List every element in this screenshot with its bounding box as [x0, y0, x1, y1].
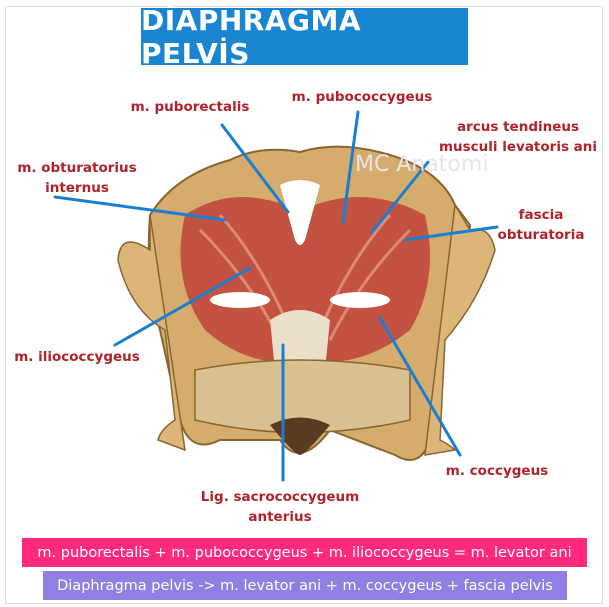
label-fascia-obturatoria: fascia obturatoria	[498, 205, 585, 245]
pointer-arcus	[370, 160, 430, 234]
watermark: MC Anatomi	[355, 152, 489, 177]
pointer-obturatorius	[53, 195, 227, 222]
coccyx	[270, 417, 330, 455]
pointer-lines	[53, 110, 499, 482]
pointer-coccygeus	[378, 316, 462, 457]
page-title: DİAPHRAGMA PELVİS	[141, 4, 468, 70]
label-puborectalis: m. puborectalis	[130, 99, 250, 115]
label-line: fascia	[518, 207, 564, 223]
label-line: internus	[45, 180, 109, 196]
levator-ani-summary: m. puborectalis + m. pubococcygeus + m. …	[22, 538, 587, 567]
label-line: musculi levatoris ani	[438, 139, 598, 155]
label-line: m. obturatorius	[17, 160, 137, 176]
label-obturatorius-internus: m. obturatorius internus	[17, 158, 136, 198]
muscle-fibers	[198, 214, 412, 341]
label-line: arcus tendineus	[456, 119, 580, 135]
pointer-iliococcygeus	[113, 266, 252, 347]
levator-ani-muscle	[180, 197, 430, 362]
pointer-pubococcygeus	[341, 110, 360, 224]
right-foramen	[330, 292, 390, 308]
label-iliococcygeus: m. iliococcygeus	[14, 349, 140, 365]
left-iliac-wing	[117, 214, 186, 452]
urogenital-hiatus	[280, 180, 320, 245]
label-line: anterius	[248, 509, 312, 525]
pointer-fascia	[403, 225, 499, 242]
label-lig-sacrococcygeum: Lig. sacrococcygeum anterius	[201, 487, 359, 527]
label-line: Lig. sacrococcygeum	[200, 489, 360, 505]
figure-frame	[5, 6, 603, 604]
label-coccygeus: m. coccygeus	[445, 463, 549, 479]
sacrum	[194, 359, 411, 434]
pointer-puborectalis	[220, 123, 290, 214]
label-pubococcygeus: m. pubococcygeus	[291, 89, 433, 105]
right-iliac-wing	[424, 202, 496, 456]
diaphragma-summary: Diaphragma pelvis -> m. levator ani + m.…	[43, 571, 567, 600]
label-arcus-tendineus: arcus tendineus musculi levatoris ani	[439, 117, 597, 157]
left-foramen	[210, 292, 270, 308]
label-line: obturatoria	[497, 227, 585, 243]
